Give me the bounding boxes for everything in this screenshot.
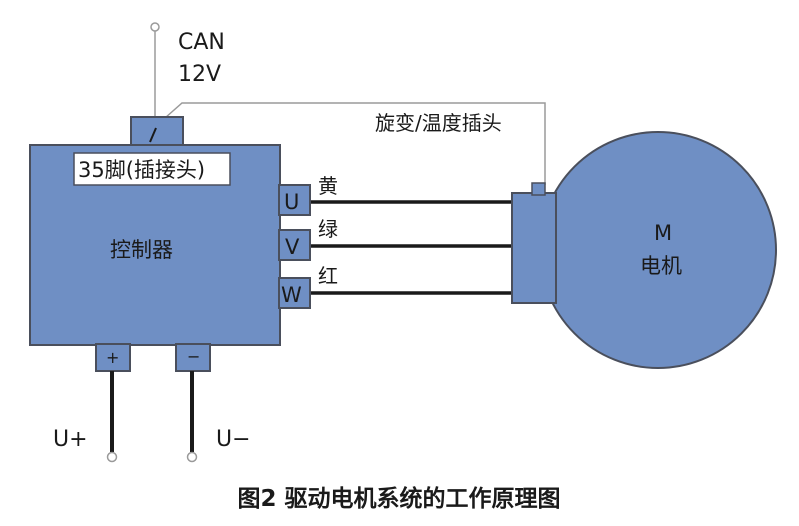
dc-label-plus: U+	[53, 427, 88, 452]
connector-label-box	[73, 152, 231, 186]
connector-housing	[130, 116, 184, 148]
figure-caption: 图2 驱动电机系统的工作原理图	[237, 485, 560, 512]
wire-color-label-v: 绿	[318, 217, 338, 241]
resolver-plug	[531, 182, 546, 196]
dc-node-plus	[106, 451, 118, 463]
dc-terminal-plus	[95, 343, 131, 372]
motor-terminal-box	[511, 192, 557, 304]
connector-label: 35脚(插接头)	[78, 158, 205, 182]
dc-node-minus	[186, 451, 198, 463]
can-terminal	[150, 22, 160, 32]
resolver-label: 旋变/温度插头	[375, 111, 502, 135]
terminal-u	[278, 184, 311, 216]
wire-color-label-w: 红	[318, 264, 338, 288]
terminal-w-label: W	[281, 283, 302, 307]
terminal-v-label: V	[285, 235, 300, 259]
resolver-wire	[164, 102, 546, 185]
controller-label: 控制器	[110, 238, 173, 262]
dc-terminal-plus-sign: +	[106, 348, 119, 367]
voltage-label: 12V	[178, 62, 221, 87]
terminal-w	[278, 277, 311, 309]
connector-slash	[149, 127, 157, 143]
terminal-u-label: U	[284, 190, 299, 214]
motor-label: 电机	[640, 254, 682, 278]
wire-color-label-u: 黄	[318, 174, 338, 198]
dc-terminal-minus	[175, 343, 211, 372]
can-label: CAN	[178, 30, 225, 55]
dc-terminal-minus-sign: −	[187, 347, 200, 366]
terminal-v	[278, 229, 311, 261]
dc-label-minus: U−	[216, 427, 251, 452]
motor-body	[539, 131, 777, 369]
motor-symbol: M	[654, 221, 672, 245]
